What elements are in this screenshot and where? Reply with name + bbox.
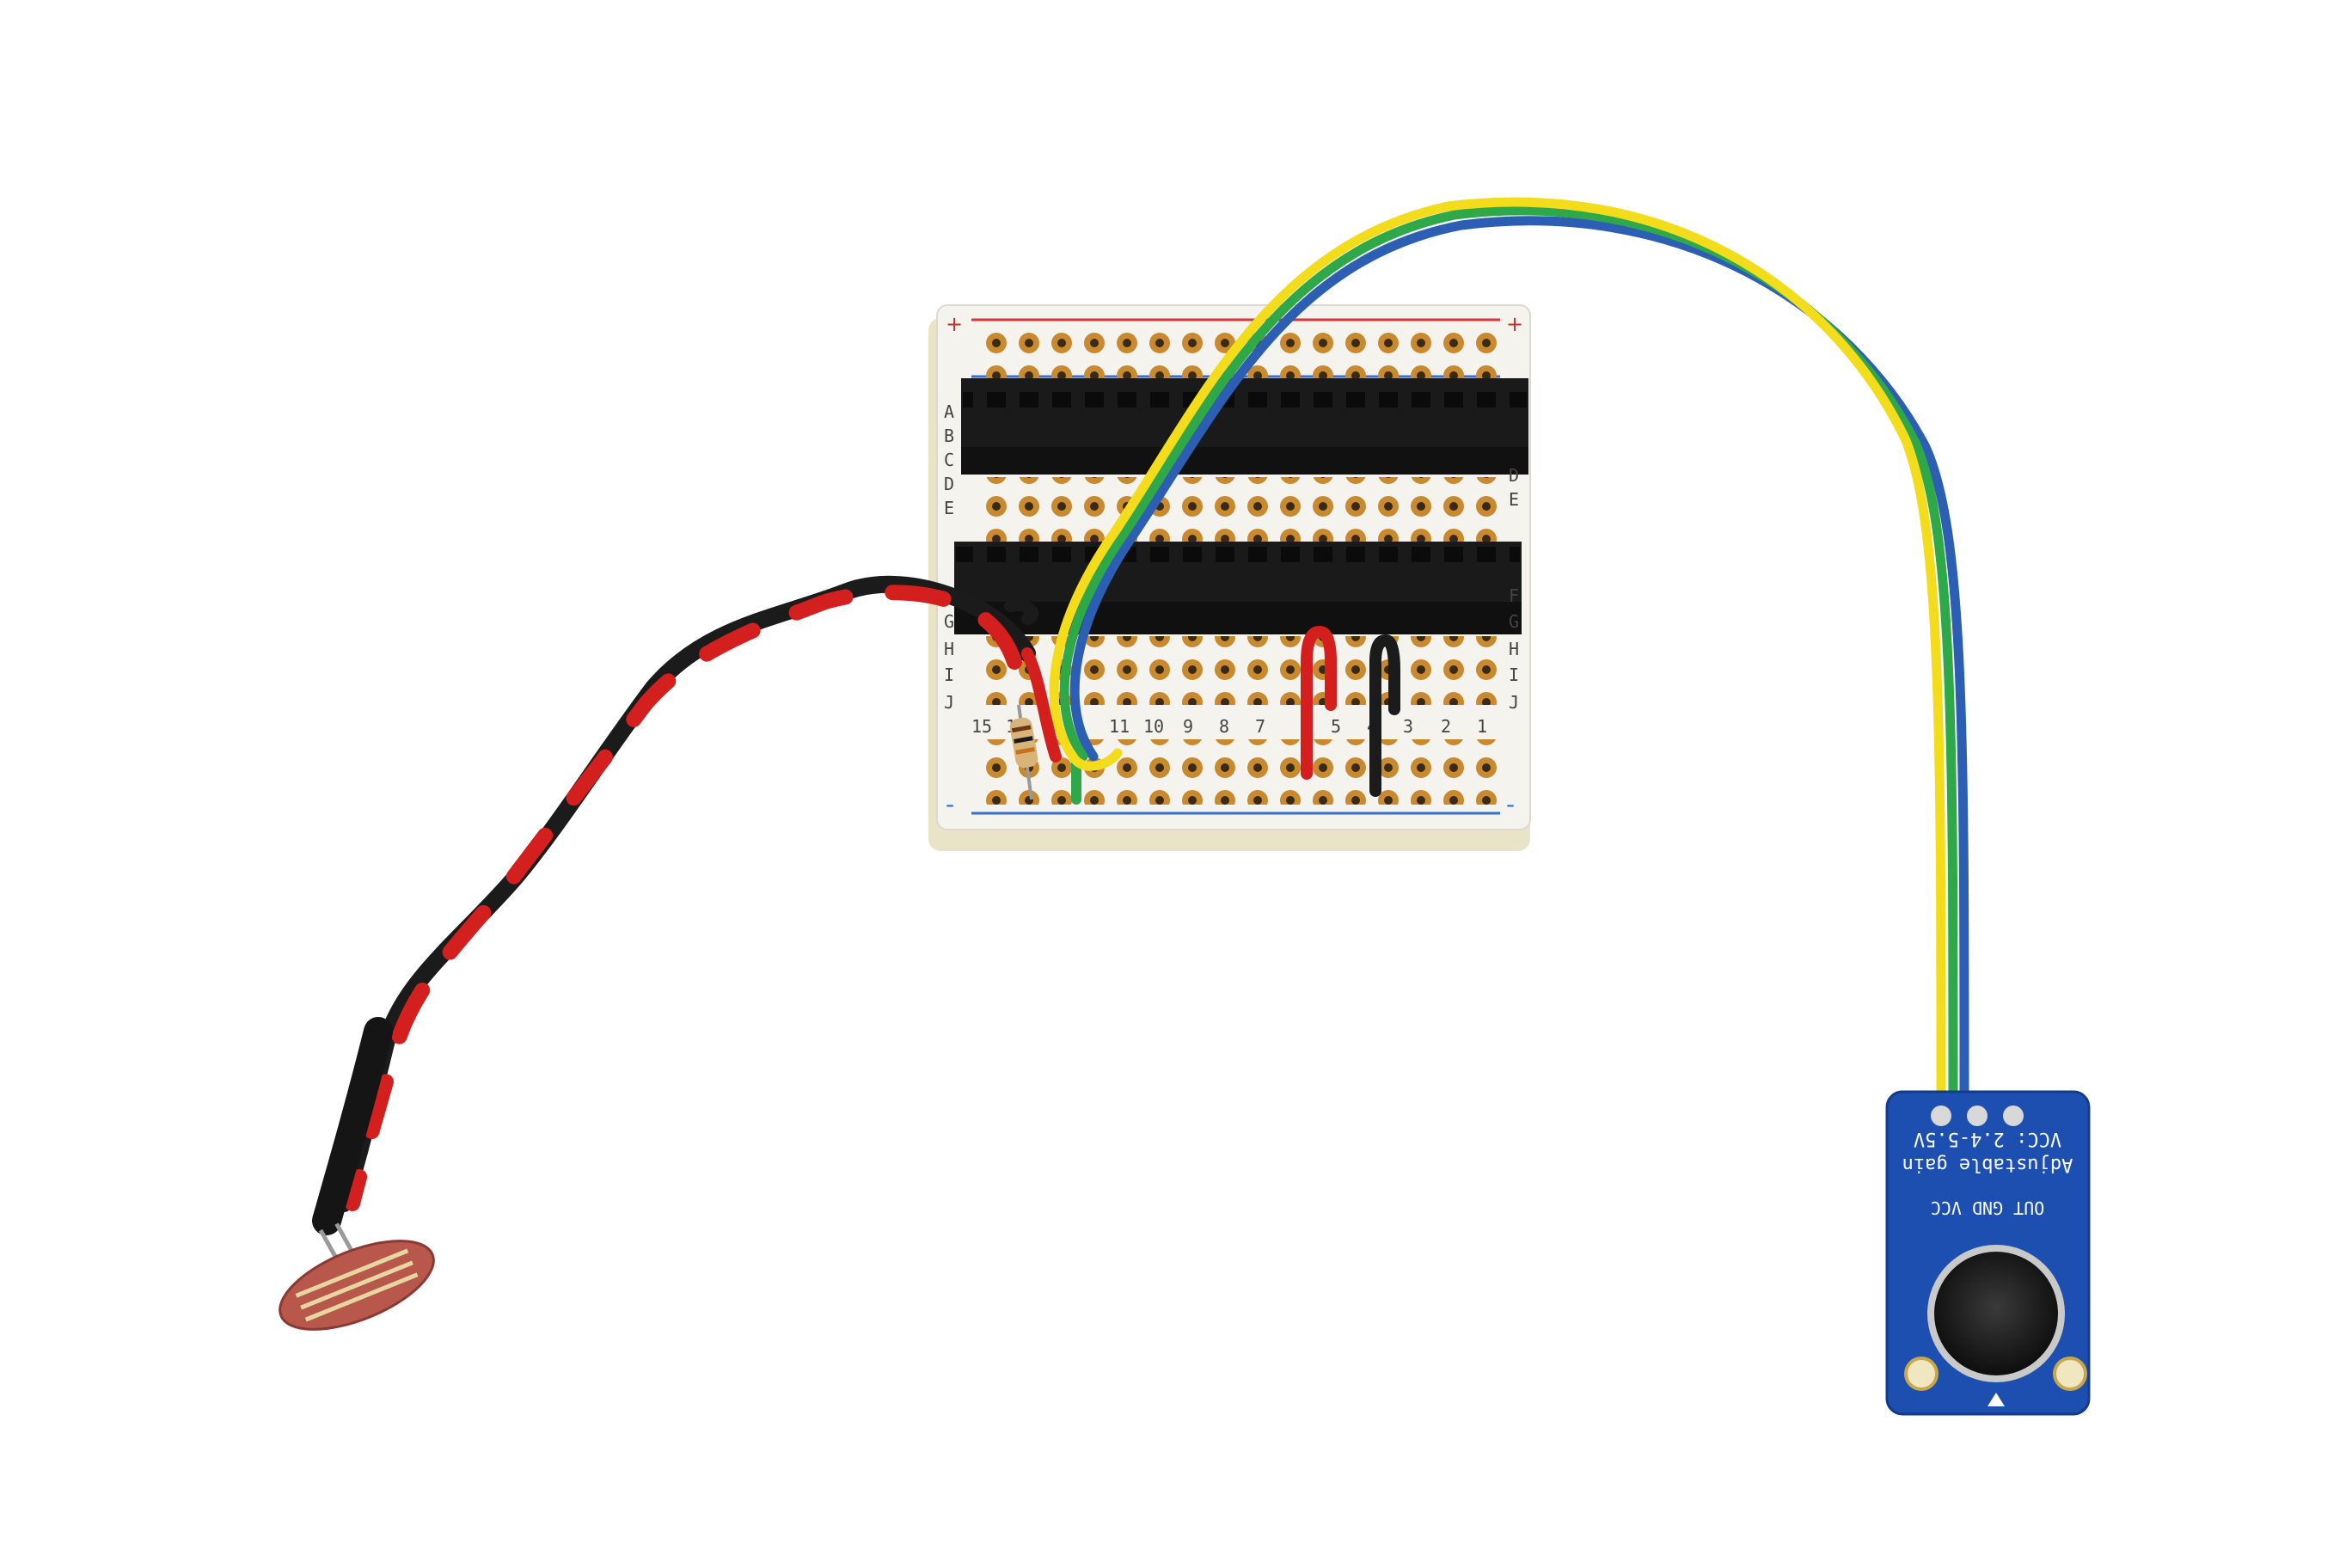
ldr-twisted-cable <box>312 575 1062 1235</box>
column-number: 15 <box>971 716 992 737</box>
row-letter: H <box>944 639 954 659</box>
column-number: 5 <box>1331 716 1341 737</box>
row-letter: G <box>944 611 954 632</box>
pin-hole <box>2003 1106 2024 1126</box>
mounting-hole <box>2053 1357 2087 1391</box>
red-ldr-wire <box>345 585 1022 1211</box>
column-number: 8 <box>1219 716 1229 737</box>
row-letter: E <box>944 498 954 518</box>
row-letter: D <box>944 474 954 494</box>
row-letter: H <box>1509 639 1519 659</box>
row-letter: I <box>944 665 954 685</box>
column-number: 10 <box>1143 716 1164 737</box>
top-header-sockets <box>963 385 1527 411</box>
red-ldr-wire-end <box>1021 647 1062 763</box>
row-letter: J <box>944 692 954 713</box>
row-letter: G <box>1509 611 1519 632</box>
column-number: 11 <box>1109 716 1130 737</box>
rail-minus-bottom-right: - <box>1506 790 1515 818</box>
black-jumper-wire <box>1369 634 1400 797</box>
black-ldr-wire-end <box>1004 599 1039 625</box>
rail-plus-top-left: + <box>946 312 963 336</box>
mic-pin-labels: OUT GND VCC <box>1931 1197 2044 1218</box>
ldr-pattern <box>295 1248 419 1322</box>
photoresistor <box>279 1222 435 1331</box>
row-letter: A <box>944 401 954 422</box>
rail-minus-bottom-left: - <box>946 790 954 818</box>
column-number: 7 <box>1255 716 1265 737</box>
mic-voltage-label: VCC: 2.4-5.5V <box>1914 1128 2061 1149</box>
yellow-wire <box>1049 197 1946 1114</box>
bottom-header-side <box>954 602 1522 634</box>
microphone-breakout-board: OUT GND VCC Adjustable gain VCC: 2.4-5.5… <box>1885 1090 2091 1416</box>
row-letters-right: D E F G H I J <box>1509 465 1519 713</box>
heat-shrink <box>312 1017 393 1235</box>
column-number: 9 <box>1183 716 1193 737</box>
black-ldr-wire <box>335 575 1036 1212</box>
row-letter: I <box>1509 665 1519 685</box>
microphone-ribbon-cable <box>1049 197 1969 1114</box>
pin-hole <box>1967 1106 1988 1126</box>
column-number: 3 <box>1403 716 1413 737</box>
green-wire <box>1059 205 1958 1114</box>
row-letter: J <box>1509 692 1519 713</box>
middle-pads <box>976 477 1498 542</box>
logo-mark <box>1988 1393 2005 1406</box>
row-letter: C <box>944 450 954 470</box>
column-number: 1 <box>1477 716 1487 737</box>
mounting-hole <box>1904 1357 1939 1391</box>
blue-wire <box>1069 216 1969 1114</box>
row-letter: E <box>1509 489 1519 510</box>
row-letter: D <box>1509 465 1519 486</box>
row-letter: F <box>1509 585 1519 606</box>
bottom-header-sockets <box>956 547 1520 573</box>
yellow-wire-end <box>1068 748 1123 771</box>
mic-capsule <box>1934 1252 2058 1375</box>
mic-gain-label: Adjustable gain <box>1902 1154 2073 1175</box>
red-jumper-wire <box>1301 625 1337 780</box>
rail-plus-top-right: + <box>1506 312 1523 336</box>
resistor <box>1009 704 1038 800</box>
row-letter: B <box>944 426 954 446</box>
pin-hole <box>1931 1106 1951 1126</box>
column-number: 2 <box>1441 716 1451 737</box>
bottom-rail-pads <box>976 739 1498 805</box>
top-header-side <box>961 447 1528 475</box>
